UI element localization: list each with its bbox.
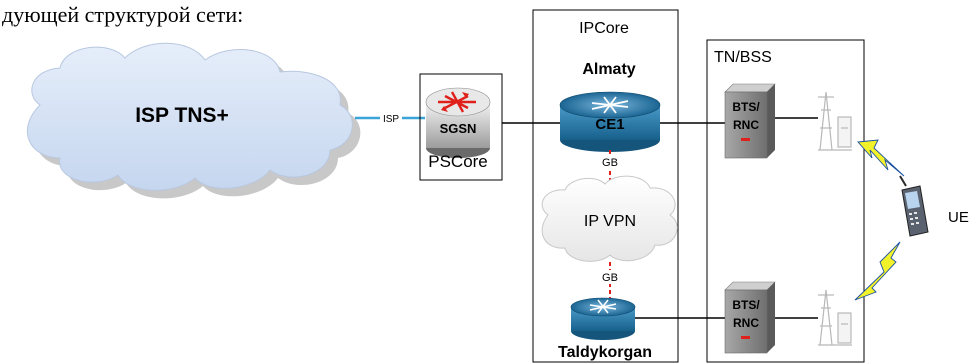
- ue-label: UE: [948, 209, 969, 226]
- ip-vpn-cloud: IP VPN: [541, 175, 678, 262]
- bts-bottom-line1: BTS/: [732, 298, 760, 312]
- bts-top-line1: BTS/: [732, 100, 760, 114]
- isp-cloud-label: ISP TNS+: [135, 104, 229, 127]
- ipcore-box: [532, 9, 679, 363]
- bts-rnc-bottom-icon: BTS/ RNC: [724, 281, 776, 354]
- tnbss-label: TN/BSS: [714, 49, 772, 66]
- sgsn-label: SGSN: [440, 121, 477, 136]
- mobile-phone-icon: [899, 175, 929, 237]
- sgsn-router-icon: SGSN: [425, 87, 491, 158]
- isp-link-label: ISP: [383, 114, 399, 125]
- cell-tower-bottom-icon: [818, 289, 852, 346]
- cell-tower-top-icon: [818, 91, 852, 151]
- ce1-router-icon: CE1: [559, 91, 661, 152]
- gb-link-bottom-label: GB: [602, 272, 618, 284]
- isp-cloud: ISP TNS+: [27, 42, 361, 199]
- pscore-label: PSCore: [428, 152, 488, 171]
- header-fragment: дующей структурой сети:: [2, 2, 243, 27]
- bts-bottom-line2: RNC: [733, 316, 759, 330]
- taldykorgan-label: Taldykorgan: [558, 344, 652, 361]
- lightning-bolt-top-icon: [857, 139, 905, 177]
- bts-top-line2: RNC: [733, 118, 759, 132]
- taldykorgan-router-icon: [570, 297, 636, 340]
- almaty-label: Almaty: [582, 61, 635, 78]
- gb-link-top-label: GB: [602, 157, 618, 169]
- ip-vpn-label: IP VPN: [584, 213, 636, 230]
- lightning-bolt-bottom-icon: [854, 241, 901, 301]
- ipcore-label: IPCore: [579, 20, 629, 37]
- ce1-label: CE1: [595, 116, 624, 133]
- tnbss-box: [706, 39, 865, 363]
- bts-rnc-top-icon: BTS/ RNC: [724, 83, 776, 159]
- pscore-box: [419, 73, 503, 181]
